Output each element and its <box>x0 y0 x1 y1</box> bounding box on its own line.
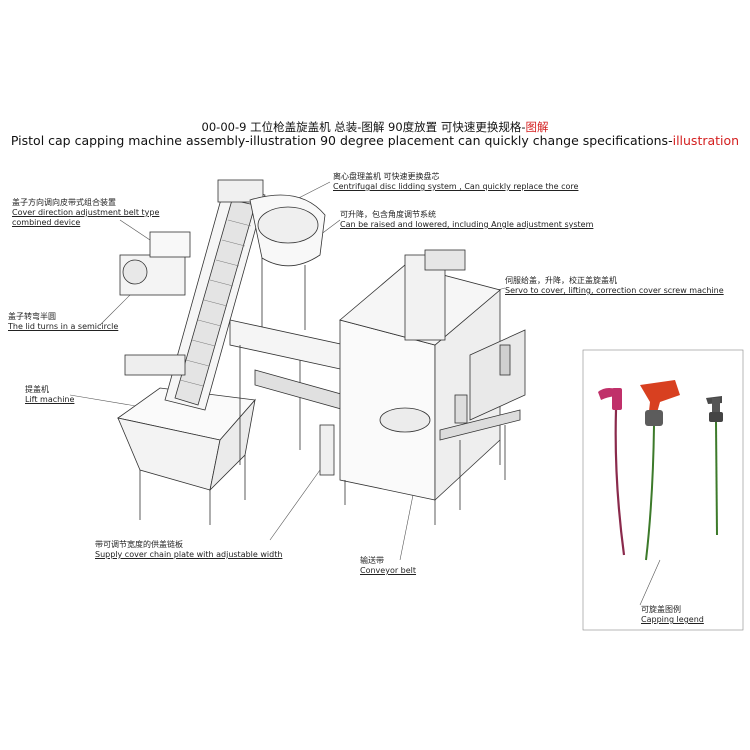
label-semicircle: 盖子转弯半圆 The lid turns in a semicircle <box>8 312 119 331</box>
output-conveyor <box>439 409 521 510</box>
cover-direction-device <box>119 231 191 376</box>
label-lift-machine: 提盖机 Lift machine <box>25 385 75 404</box>
pistol-pump-cap-icon <box>598 388 626 556</box>
label-supply-chain: 带可调节宽度的供盖链板 Supply cover chain plate wit… <box>95 540 283 559</box>
title-chinese: 00-00-9 工位枪盖旋盖机 总装-图解 90度放置 可快速更换规格-图解 <box>201 120 549 134</box>
label-centrifugal: 离心盘理盖机 可快速更换盘芯 Centrifugal disc lidding … <box>333 172 579 191</box>
label-raise-lower: 可升降，包含角度调节系统 Can be raised and lowered, … <box>340 210 594 229</box>
label-capping-legend: 可旋盖图例 Capping legend <box>641 605 704 624</box>
label-conveyor: 输送带 Conveyor belt <box>360 556 417 575</box>
lift-hopper <box>117 387 256 525</box>
label-servo: 伺服给盖，升降，校正盖旋盖机 Servo to cover, lifting, … <box>505 276 724 295</box>
centrifugal-disc-sorter <box>249 194 326 330</box>
label-cover-direction: 盖子方向调向皮带式组合装置 Cover direction adjustment… <box>12 198 160 227</box>
control-panel <box>469 329 526 421</box>
capping-legend-frame <box>582 349 744 631</box>
lotion-pump-icon <box>706 396 723 536</box>
title-english: Pistol cap capping machine assembly-illu… <box>10 133 740 148</box>
trigger-sprayer-icon <box>640 380 680 561</box>
capping-machine-cabinet <box>339 249 501 525</box>
